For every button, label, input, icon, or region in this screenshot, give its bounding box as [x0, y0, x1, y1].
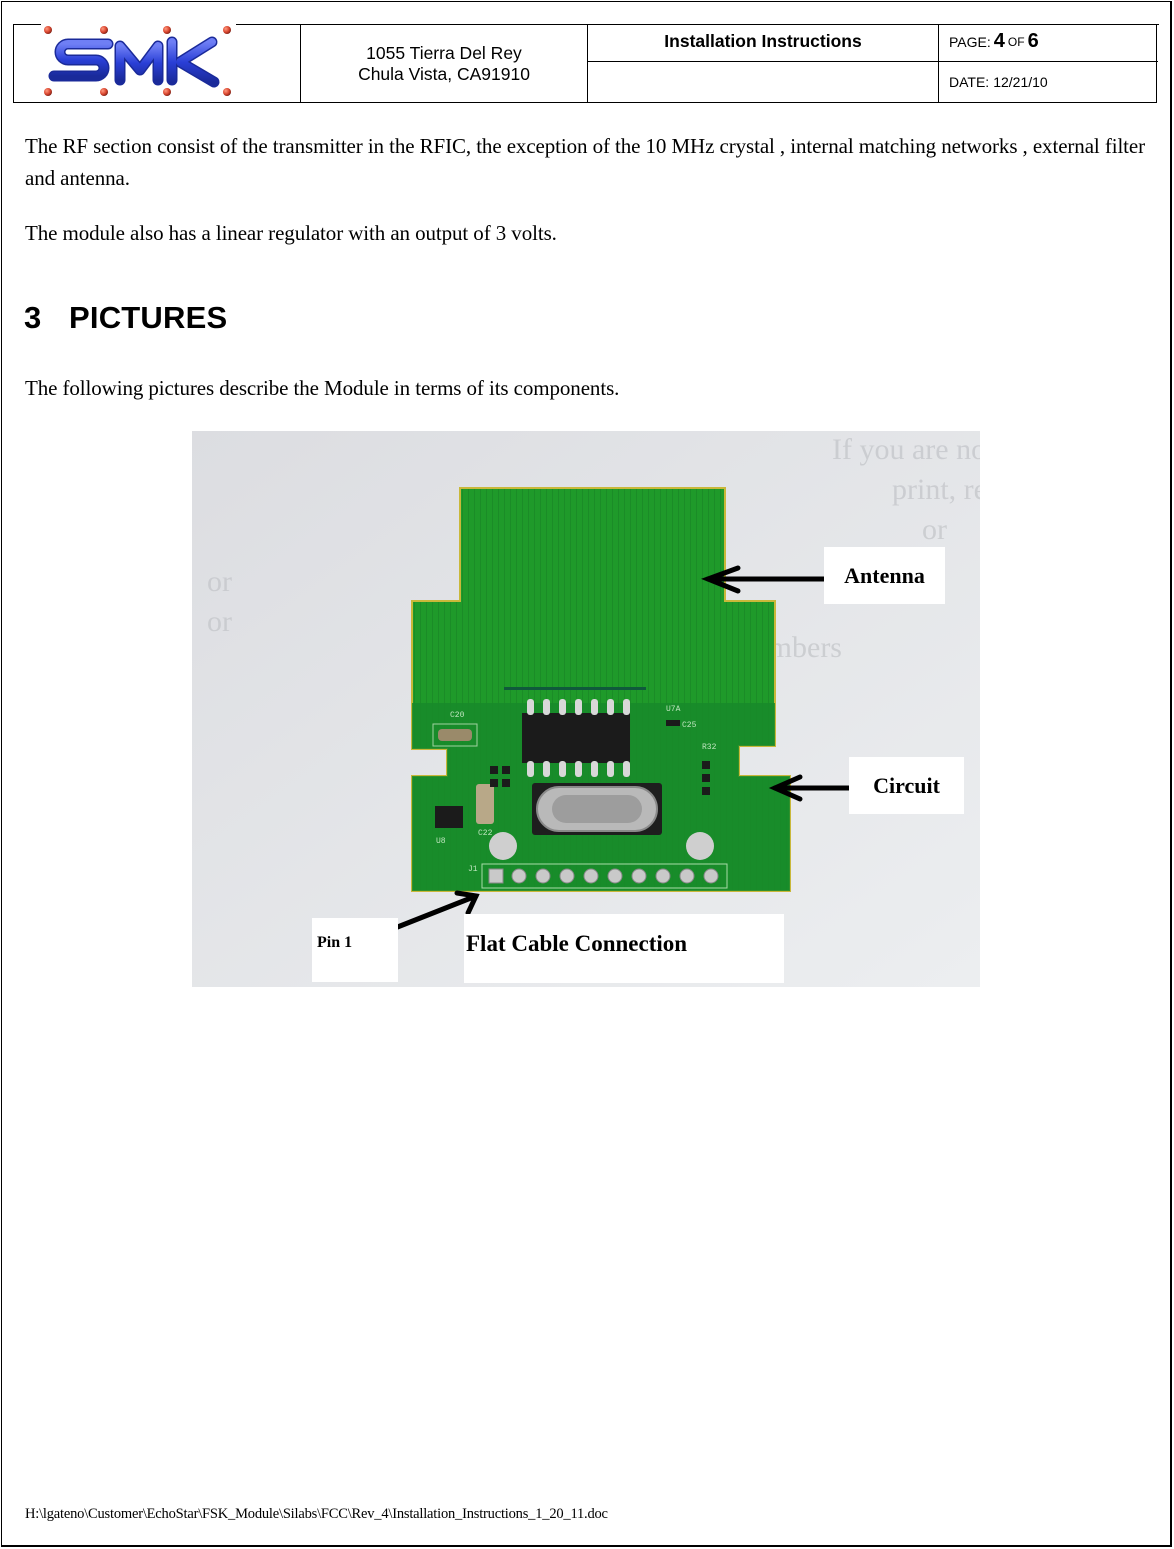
pcb-illustration: If you are not the intended recipient, p…	[192, 431, 980, 987]
document-title: Installation Instructions	[664, 31, 862, 51]
svg-text:print, retain: print, retain	[892, 473, 980, 506]
smk-logo	[42, 24, 232, 100]
label-circuit: Circuit	[849, 757, 964, 814]
svg-text:J1: J1	[468, 865, 478, 874]
paragraph-rf-section: The RF section consist of the transmitte…	[25, 134, 1146, 190]
document-date: DATE: 12/21/10	[949, 62, 1157, 102]
paragraph-pictures-intro: The following pictures describe the Modu…	[25, 376, 620, 400]
header-blank-cell	[588, 62, 938, 102]
address-line-2: Chula Vista, CA91910	[358, 64, 530, 84]
svg-text:C22: C22	[478, 829, 493, 838]
section-heading: 3 PICTURES	[24, 300, 227, 336]
date-value: 12/21/10	[993, 74, 1048, 90]
header-top-border	[13, 24, 41, 25]
label-pin1: Pin 1	[312, 918, 398, 982]
document-header: 1055 Tierra Del Rey Chula Vista, CA91910…	[13, 24, 1159, 103]
svg-text:U8: U8	[436, 837, 446, 846]
svg-text:or: or	[207, 565, 232, 598]
svg-text:C20: C20	[450, 711, 465, 720]
svg-text:If you are not the intended re: If you are not the intended recipient,	[832, 433, 980, 466]
date-label: DATE:	[949, 74, 990, 90]
header-top-border	[236, 24, 1159, 25]
svg-text:U7A: U7A	[666, 705, 681, 714]
module-photo: If you are not the intended recipient, p…	[192, 431, 980, 987]
section-title: PICTURES	[69, 300, 228, 335]
page-of: OF	[1007, 34, 1025, 49]
page-current: 4	[993, 30, 1005, 52]
svg-text:R32: R32	[702, 743, 717, 752]
page-number: PAGE: 4 OF 6	[949, 24, 1157, 61]
divider	[938, 24, 939, 102]
svg-text:or: or	[207, 605, 232, 638]
address-line-1: 1055 Tierra Del Rey	[366, 43, 522, 63]
label-flat-cable-connection: Flat Cable Connection	[464, 914, 784, 983]
page-label: PAGE:	[949, 33, 991, 50]
section-number: 3	[24, 300, 42, 335]
divider	[300, 24, 301, 102]
page-total: 6	[1027, 30, 1039, 52]
divider	[587, 61, 1158, 62]
svg-text:or: or	[922, 513, 947, 546]
company-address: 1055 Tierra Del Rey Chula Vista, CA91910	[301, 24, 587, 102]
paragraph-regulator: The module also has a linear regulator w…	[25, 221, 557, 245]
label-antenna: Antenna	[824, 547, 945, 604]
file-path-footer: H:\lgateno\Customer\EchoStar\FSK_Module\…	[25, 1506, 608, 1522]
smk-logo-icon	[44, 26, 231, 96]
svg-text:C25: C25	[682, 721, 697, 730]
divider	[587, 24, 588, 102]
